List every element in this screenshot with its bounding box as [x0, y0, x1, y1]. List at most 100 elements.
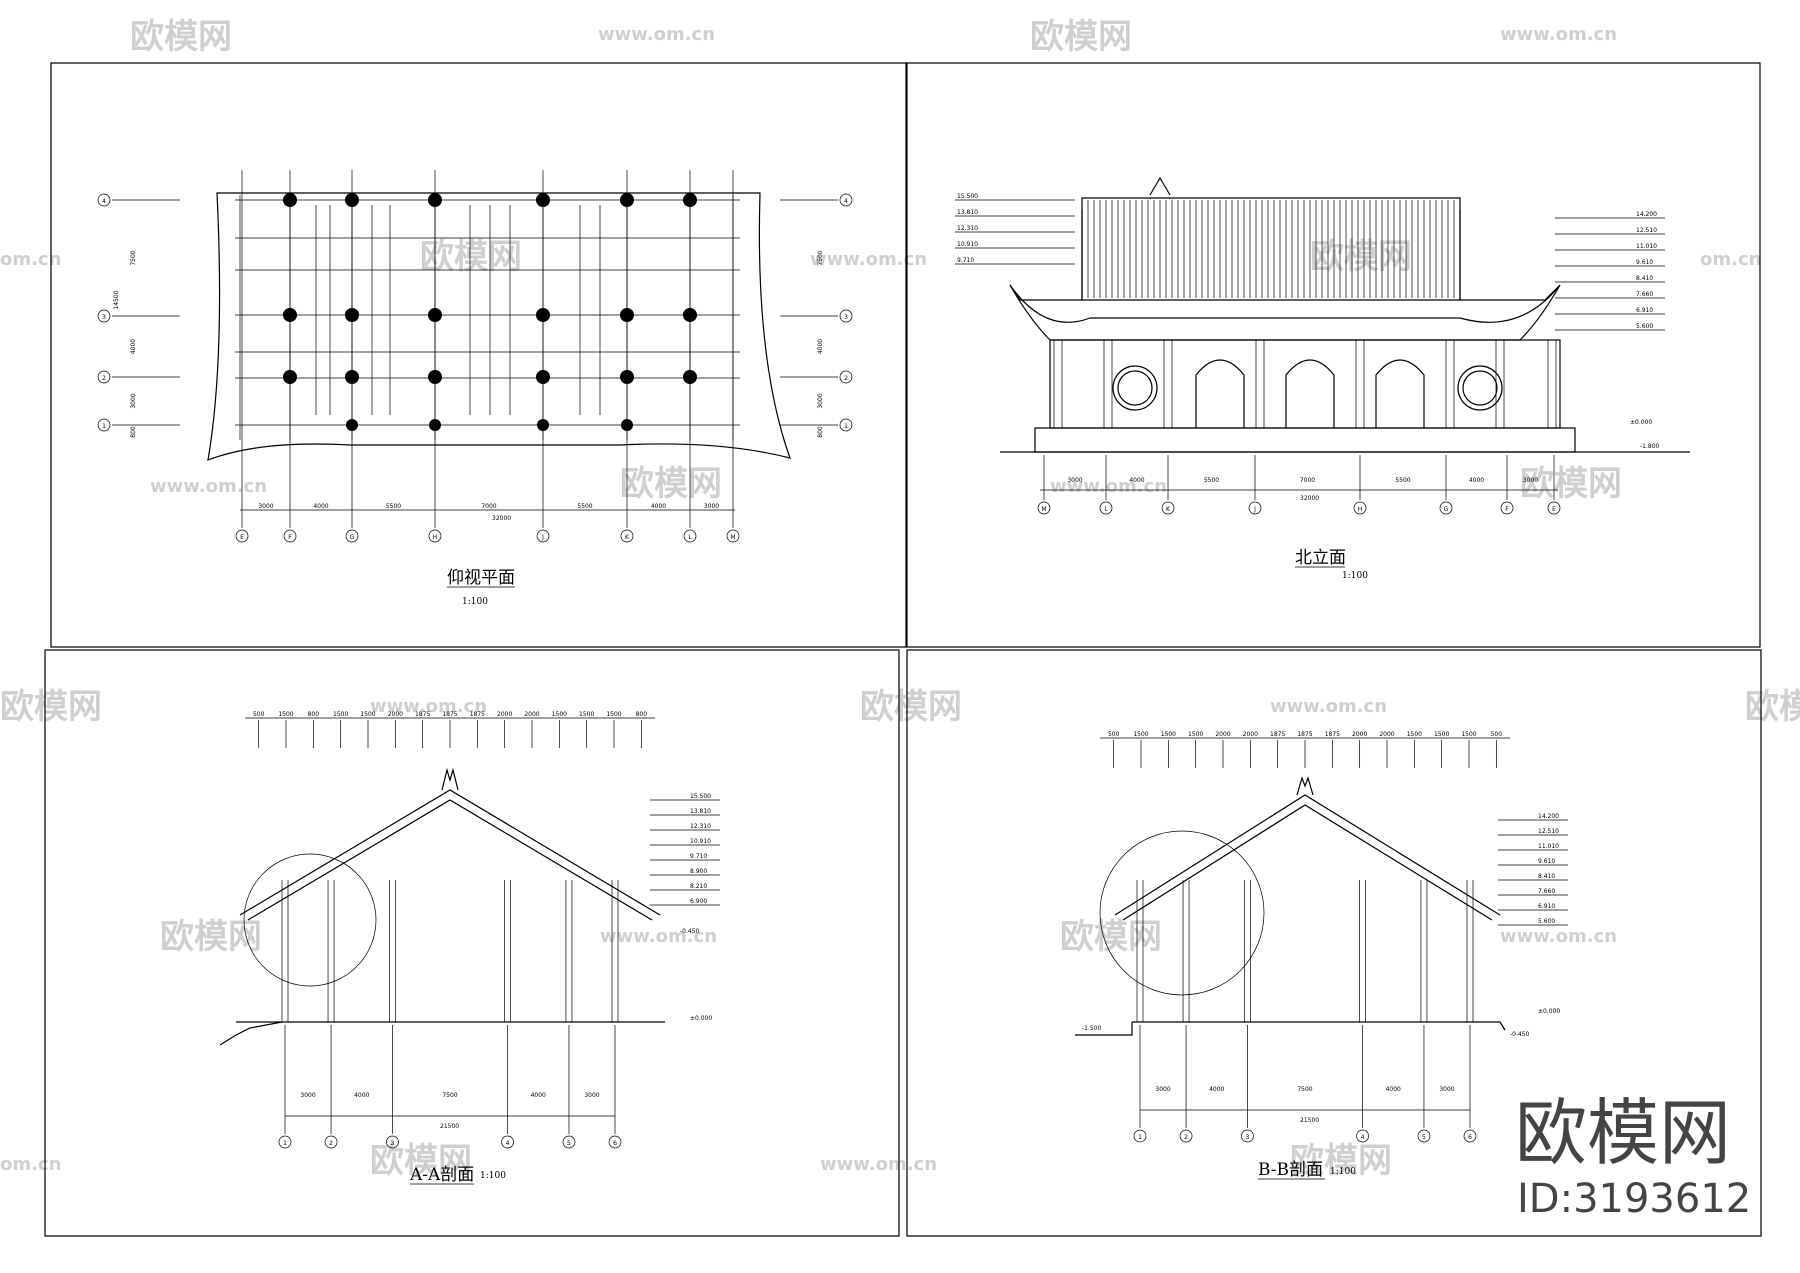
level-label-right: 7.660	[1636, 291, 1653, 298]
watermark-url: www.om.cn	[1270, 696, 1387, 717]
aa-detail-circle	[243, 853, 377, 987]
plan-axis-left-circle	[97, 193, 111, 207]
bb-dim-label: 7500	[1297, 1086, 1312, 1093]
north-elevation-drawing: 15.50013.81012.31010.9109.71014.20012.51…	[955, 176, 1690, 581]
aa-dim-label: 7500	[442, 1092, 457, 1099]
elevation-column	[1495, 339, 1505, 429]
bb-dim-label: 3000	[1439, 1086, 1454, 1093]
plan-axis-left-label: 4	[102, 198, 106, 205]
watermark-brand: 欧模网	[0, 687, 102, 727]
bb-below-left: -1.500	[1082, 1025, 1102, 1032]
watermark-url: www.om.cn	[1500, 24, 1617, 45]
panel-frame-bb	[906, 649, 1762, 1237]
aa-level-label: 9.710	[690, 853, 707, 860]
watermark-url: om.cn	[0, 1154, 61, 1175]
level-label-right: 11.010	[1636, 243, 1657, 250]
north-axis-bottom-circle	[1547, 501, 1561, 515]
elevation-column	[1163, 339, 1173, 429]
plan-title: 仰视平面	[447, 568, 515, 588]
bb-axis-bottom-label: 1	[1138, 1134, 1142, 1141]
plan-axis-left-label: 2	[102, 375, 106, 382]
arched-door-right	[1375, 359, 1425, 428]
aa-top-dim-label: 1875	[442, 711, 457, 718]
plan-side-dim: 800	[130, 426, 137, 438]
aa-top-dim-label: 2000	[388, 711, 403, 718]
watermark-brand: 欧模网	[620, 464, 722, 504]
aa-top-dim-label: 1500	[333, 711, 348, 718]
bb-axis-bottom-circle	[1356, 1129, 1369, 1143]
north-axis-bottom-circle	[1248, 501, 1262, 515]
bb-level-label: 5.600	[1538, 918, 1555, 925]
north-ground-level: ±0.000	[1630, 419, 1652, 426]
aa-dim-label: 3000	[584, 1092, 599, 1099]
aa-level-marks: 15.50013.81012.31010.9109.7108.9008.2106…	[650, 793, 720, 906]
level-label-right: 9.610	[1636, 259, 1653, 266]
north-dim-label: 5500	[1395, 477, 1410, 484]
watermark-url: www.om.cn	[820, 1154, 937, 1175]
aa-dim-label: 4000	[354, 1092, 369, 1099]
plan-dim-label: 5500	[577, 503, 592, 510]
north-dim-label: 3000	[1067, 477, 1082, 484]
aa-level-label: 10.910	[690, 838, 711, 845]
north-scale: 1:100	[1342, 571, 1368, 581]
elevation-column	[1445, 339, 1455, 429]
plan-framing-grid	[235, 193, 740, 440]
bb-dim-label: 4000	[1386, 1086, 1401, 1093]
level-label-left: 10.910	[957, 241, 978, 248]
aa-below-level: -0.450	[680, 928, 700, 935]
aa-axis-bottom-label: 5	[567, 1140, 571, 1147]
bb-top-dim-label: 1500	[1133, 731, 1148, 738]
plan-axis-bottom-circle	[683, 529, 697, 543]
north-axis-bottom-circle	[1099, 501, 1113, 515]
aa-ground-level: ±0.000	[690, 1015, 712, 1022]
aa-top-dim-label: 1500	[579, 711, 594, 718]
north-dim-label: 4000	[1469, 477, 1484, 484]
plan-dim-label: 7000	[481, 503, 496, 510]
arched-door-left	[1195, 359, 1245, 428]
level-label-right: 6.910	[1636, 307, 1653, 314]
bb-top-dim-label: 500	[1491, 731, 1503, 738]
watermark-brand: 欧模网	[1310, 237, 1412, 277]
plan-side-total: 14500	[113, 290, 120, 309]
plan-axis-bottom-label: K	[625, 534, 630, 541]
elevation-column	[1053, 339, 1063, 429]
bb-dim-label: 3000	[1155, 1086, 1170, 1093]
north-axis-bottom-label: M	[1041, 506, 1046, 513]
bb-ground-level: ±0.000	[1538, 1008, 1560, 1015]
bb-top-dim-label: 1500	[1188, 731, 1203, 738]
plan-side-dim: 7500	[130, 250, 137, 265]
round-window-right-inner	[1462, 370, 1498, 406]
aa-axis-bottom-label: 6	[613, 1140, 617, 1147]
plan-scale: 1:100	[462, 597, 488, 607]
bb-top-dim-label: 2000	[1352, 731, 1367, 738]
level-label-left: 9.710	[957, 257, 974, 264]
aa-top-dim-label: 800	[636, 711, 648, 718]
panel-frame-plan	[50, 62, 908, 648]
bb-below-right: -0.450	[1510, 1031, 1530, 1038]
plan-axis-right-circle	[839, 309, 853, 323]
aa-top-dim-label: 1500	[606, 711, 621, 718]
aa-dim-label: 3000	[300, 1092, 315, 1099]
level-label-right: 12.510	[1636, 227, 1657, 234]
bb-step-left	[1075, 1022, 1133, 1036]
plan-dim-label: 3000	[704, 503, 719, 510]
watermark-url: www.om.cn	[1050, 476, 1167, 497]
bb-detail-circle	[1099, 830, 1265, 996]
brand-logo-text: 欧模网	[1515, 1091, 1731, 1175]
round-window-left	[1112, 365, 1158, 411]
watermark-brand: 欧模网	[1290, 1141, 1392, 1181]
plan-axis-bottom-circle	[235, 529, 249, 543]
bb-top-dim-label: 1500	[1161, 731, 1176, 738]
watermark-brand: 欧模网	[1520, 464, 1622, 504]
aa-axis-bottom-circle	[278, 1135, 292, 1149]
aa-roof-inner	[247, 799, 653, 921]
level-label-left: 15.500	[957, 193, 978, 200]
bb-title: B-B剖面	[1258, 1160, 1323, 1180]
plan-axis-bottom-circle	[428, 529, 442, 543]
bb-top-dim-label: 2000	[1215, 731, 1230, 738]
bb-axis-bottom-label: 5	[1422, 1134, 1426, 1141]
aa-axis-bottom-circle	[562, 1135, 576, 1149]
plan-axis-right-label: 4	[844, 198, 848, 205]
